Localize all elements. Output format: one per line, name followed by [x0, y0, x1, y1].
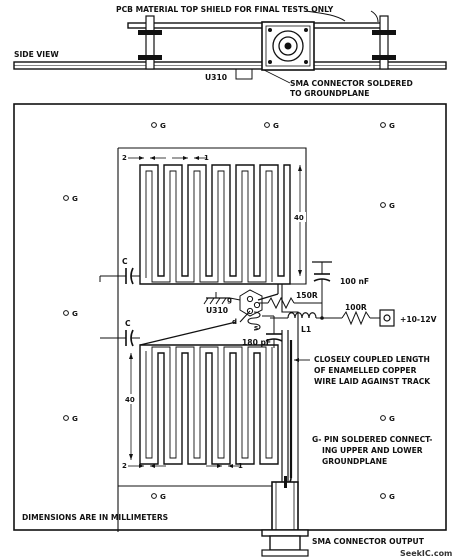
- shield-pointer: [305, 10, 346, 22]
- svg-text:G: G: [273, 121, 279, 130]
- sma-connector-side: [261, 21, 315, 71]
- ground-pin: G: [63, 414, 78, 423]
- cap-100nf-label: 100 nF: [340, 277, 369, 286]
- svg-text:G: G: [72, 414, 78, 423]
- ground-symbol: [203, 292, 241, 305]
- ground-pin: G: [380, 201, 395, 210]
- g-pin-note: G- PIN SOLDERED CONNECT- ING UPPER AND L…: [312, 435, 432, 466]
- resistor-100r: 100R: [341, 303, 380, 326]
- svg-text:G: G: [389, 121, 395, 130]
- side-view-section: PCB MATERIAL TOP SHIELD FOR FINAL TESTS …: [13, 5, 447, 98]
- dim-label-40-bottom: 40: [125, 396, 135, 404]
- upper-meander-line: [139, 164, 291, 285]
- svg-text:G: G: [389, 414, 395, 423]
- lower-track-link: [139, 321, 237, 346]
- res-100r-label: 100R: [345, 303, 367, 312]
- lower-dim-40: 40: [125, 353, 137, 460]
- lower-meander-line: [139, 344, 279, 465]
- side-view-label: SIDE VIEW: [14, 50, 59, 59]
- dimensions-note: DIMENSIONS ARE IN MILLIMETERS: [22, 513, 168, 522]
- left-standoff: [138, 15, 162, 70]
- output-track: [281, 330, 293, 496]
- right-standoff: [372, 15, 396, 70]
- transistor-area: g U310 d s 180 pF: [203, 284, 283, 348]
- decoupling-cap-100nf: 100 nF: [312, 261, 369, 300]
- pin-g-label: g: [227, 296, 232, 304]
- coupling-cap-upper: C: [100, 257, 140, 285]
- shield-title: PCB MATERIAL TOP SHIELD FOR FINAL TESTS …: [116, 5, 334, 14]
- dim-label-1-top: 1: [204, 154, 209, 162]
- copper-area-outline: [117, 147, 307, 532]
- ground-pin: G: [380, 414, 395, 423]
- pin-s-label: s: [254, 324, 258, 332]
- u310-side-label: U310: [205, 73, 227, 82]
- svg-text:G: G: [72, 194, 78, 203]
- coupling-cap-lower: C: [100, 319, 140, 347]
- u310-side-body: [235, 68, 253, 80]
- ground-pin: G: [264, 121, 279, 130]
- supply-terminal: +10-12V: [379, 309, 437, 327]
- resistor-150r: 150R: [258, 291, 322, 310]
- ground-pin: G: [380, 121, 395, 130]
- lower-dimension-marks: 2 1: [122, 462, 243, 470]
- wire-note-line-1: CLOSELY COUPLED LENGTH: [314, 355, 430, 364]
- shield-pointer-2: [370, 10, 379, 23]
- ground-pin: G: [151, 121, 166, 130]
- sma-note-pointer: [263, 69, 291, 84]
- wire-note-line-2: OF ENAMELLED COPPER: [314, 366, 417, 375]
- dim-label-2-bottom: 2: [122, 462, 127, 470]
- watermark: SeekIC.com: [400, 549, 452, 558]
- dim-label-2-top: 2: [122, 154, 127, 162]
- inductor-l1: L1: [270, 300, 342, 334]
- svg-text:G: G: [160, 492, 166, 501]
- upper-dim-40: 40: [294, 165, 306, 276]
- supply-label: +10-12V: [400, 315, 437, 324]
- ground-pin: G: [151, 492, 166, 501]
- dim-label-1-bottom: 1: [238, 462, 243, 470]
- ground-pin: G: [63, 309, 78, 318]
- svg-text:G: G: [389, 492, 395, 501]
- svg-text:G: G: [160, 121, 166, 130]
- svg-text:G: G: [72, 309, 78, 318]
- inductor-l1-label: L1: [301, 325, 311, 334]
- u310-top-label: U310: [206, 306, 228, 315]
- cap-180pf-label: 180 pF: [242, 338, 271, 347]
- dim-label-40-top: 40: [294, 214, 304, 222]
- top-view-board: [13, 103, 447, 532]
- g-note-line-2: ING UPPER AND LOWER: [322, 446, 423, 455]
- wire-note-line-3: WIRE LAID AGAINST TRACK: [314, 377, 431, 386]
- cap-lower-label: C: [125, 319, 131, 328]
- sma-output-connector: [261, 476, 309, 557]
- ground-pin: G: [63, 194, 78, 203]
- sma-note-line-1: SMA CONNECTOR SOLDERED: [290, 79, 413, 88]
- upper-dimension-marks: 2 1: [122, 154, 209, 162]
- wire-note: CLOSELY COUPLED LENGTH OF ENAMELLED COPP…: [294, 355, 431, 386]
- ground-pin: G: [380, 492, 395, 501]
- g-note-line-3: GROUNDPLANE: [322, 457, 387, 466]
- res-150r-label: 150R: [296, 291, 318, 300]
- board-outline: [13, 103, 447, 531]
- svg-text:G: G: [389, 201, 395, 210]
- sma-note-line-2: TO GROUNDPLANE: [290, 89, 369, 98]
- top-shield: [127, 22, 387, 29]
- g-note-line-1: G- PIN SOLDERED CONNECT-: [312, 435, 432, 444]
- ground-pins: G G G G G G G G G G: [63, 121, 395, 501]
- cap-upper-label: C: [122, 257, 128, 266]
- sma-output-label: SMA CONNECTOR OUTPUT: [312, 537, 425, 546]
